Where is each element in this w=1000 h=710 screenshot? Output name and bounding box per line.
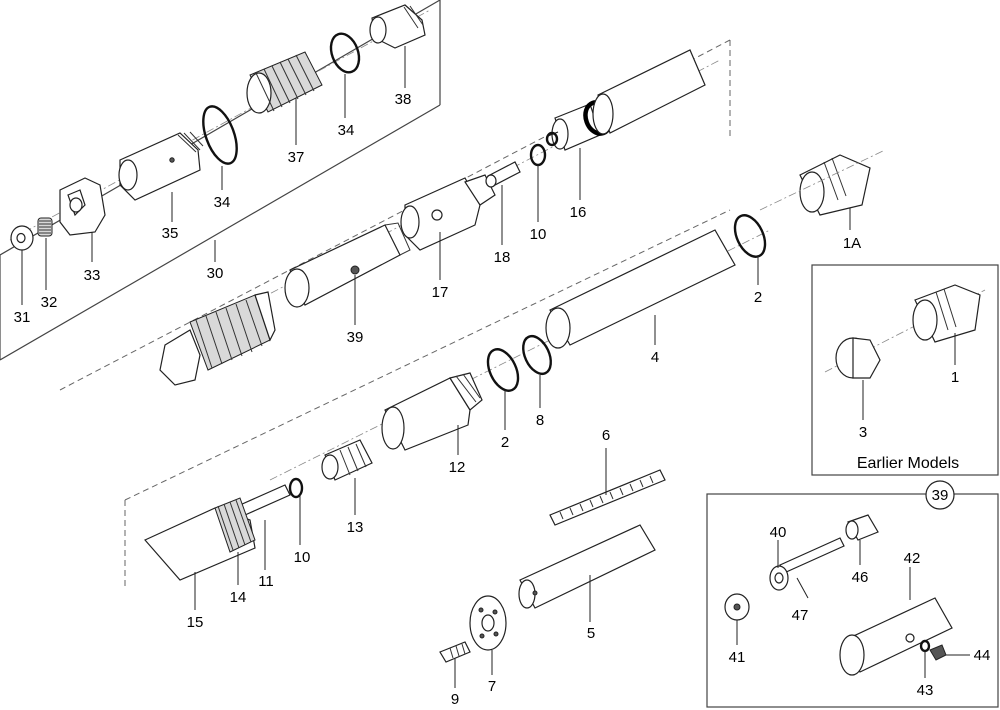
cylinder-upper (592, 49, 706, 135)
callout-33: 33 (84, 267, 101, 284)
part-14-15-shaft (144, 497, 256, 581)
part-30-chuck-assembly (159, 291, 276, 386)
part-18-pin (485, 161, 521, 188)
part-31-washer (10, 225, 34, 251)
part-2-o-ring-a (733, 214, 767, 258)
callout-44: 44 (974, 647, 991, 664)
callout-4: 4 (651, 349, 659, 366)
callout-13: 13 (347, 519, 364, 536)
part-39-housing (284, 222, 411, 308)
part-34-o-ring-a (202, 105, 238, 165)
part-8-o-ring (522, 334, 552, 376)
callout-5: 5 (587, 625, 595, 642)
callout-2-b: 2 (501, 434, 509, 451)
part-9-fitting (439, 641, 471, 663)
callout-32: 32 (41, 294, 58, 311)
callout-10-b: 10 (294, 549, 311, 566)
lower-leaders (194, 255, 759, 688)
earlier-models-title: Earlier Models (857, 455, 959, 472)
part-4-barrel (545, 229, 736, 349)
callout-42: 42 (904, 550, 921, 567)
callout-31: 31 (14, 309, 31, 326)
callout-15: 15 (187, 614, 204, 631)
inset-39: 39 (706, 480, 999, 708)
callout-46: 46 (852, 569, 869, 586)
inset-earlier-models: Earlier Models (811, 264, 999, 476)
inset-39-badge-label: 39 (932, 487, 949, 504)
callout-34-b: 34 (338, 122, 355, 139)
part-2-o-ring-b (486, 348, 520, 392)
callout-7: 7 (488, 678, 496, 695)
callout-37: 37 (288, 149, 305, 166)
callout-11: 11 (258, 573, 274, 590)
part-1A-nose-cap (799, 154, 871, 216)
callout-labels: 31 32 33 35 30 34 37 34 38 39 17 18 10 1… (14, 91, 991, 708)
part-38-nipple-fitting (369, 4, 426, 49)
callout-14: 14 (230, 589, 247, 606)
callout-10-a: 10 (530, 226, 547, 243)
part-10-clip-a (529, 143, 547, 167)
callout-1: 1 (951, 369, 959, 386)
part-32-spring (37, 217, 53, 237)
part-5-sleeve (518, 524, 656, 609)
part-6-comb-strip (549, 469, 666, 526)
callout-3: 3 (859, 424, 867, 441)
part-17-valve-body (400, 174, 496, 251)
callout-1A: 1A (843, 235, 861, 252)
callout-34-a: 34 (214, 194, 231, 211)
part-7-end-plate (469, 595, 507, 651)
callout-41: 41 (729, 649, 746, 666)
callout-43: 43 (917, 682, 934, 699)
part-33-chuck-jaw (59, 177, 106, 236)
inset-39-badge (925, 480, 955, 510)
callout-40: 40 (770, 524, 787, 541)
part-35-adapter (118, 131, 204, 201)
callout-35: 35 (162, 225, 179, 242)
callout-39: 39 (347, 329, 364, 346)
callout-9: 9 (451, 691, 459, 708)
callout-12: 12 (449, 459, 466, 476)
part-37-knurled-sleeve (246, 51, 323, 114)
callout-18: 18 (494, 249, 511, 266)
callout-30: 30 (207, 265, 224, 282)
upper-leaders (21, 46, 406, 305)
callout-17: 17 (432, 284, 449, 301)
part-34-o-ring-b (329, 32, 361, 74)
callout-6: 6 (602, 427, 610, 444)
part-12-retainer (381, 372, 483, 451)
part-10-clip-b (288, 477, 304, 499)
part-11-rod (239, 484, 291, 516)
callout-2-a: 2 (754, 289, 762, 306)
callout-8: 8 (536, 412, 544, 429)
part-16-piston (545, 103, 601, 151)
part-13-spring-collet (321, 439, 373, 481)
callout-38: 38 (395, 91, 412, 108)
callout-16: 16 (570, 204, 587, 221)
callout-47: 47 (792, 607, 809, 624)
